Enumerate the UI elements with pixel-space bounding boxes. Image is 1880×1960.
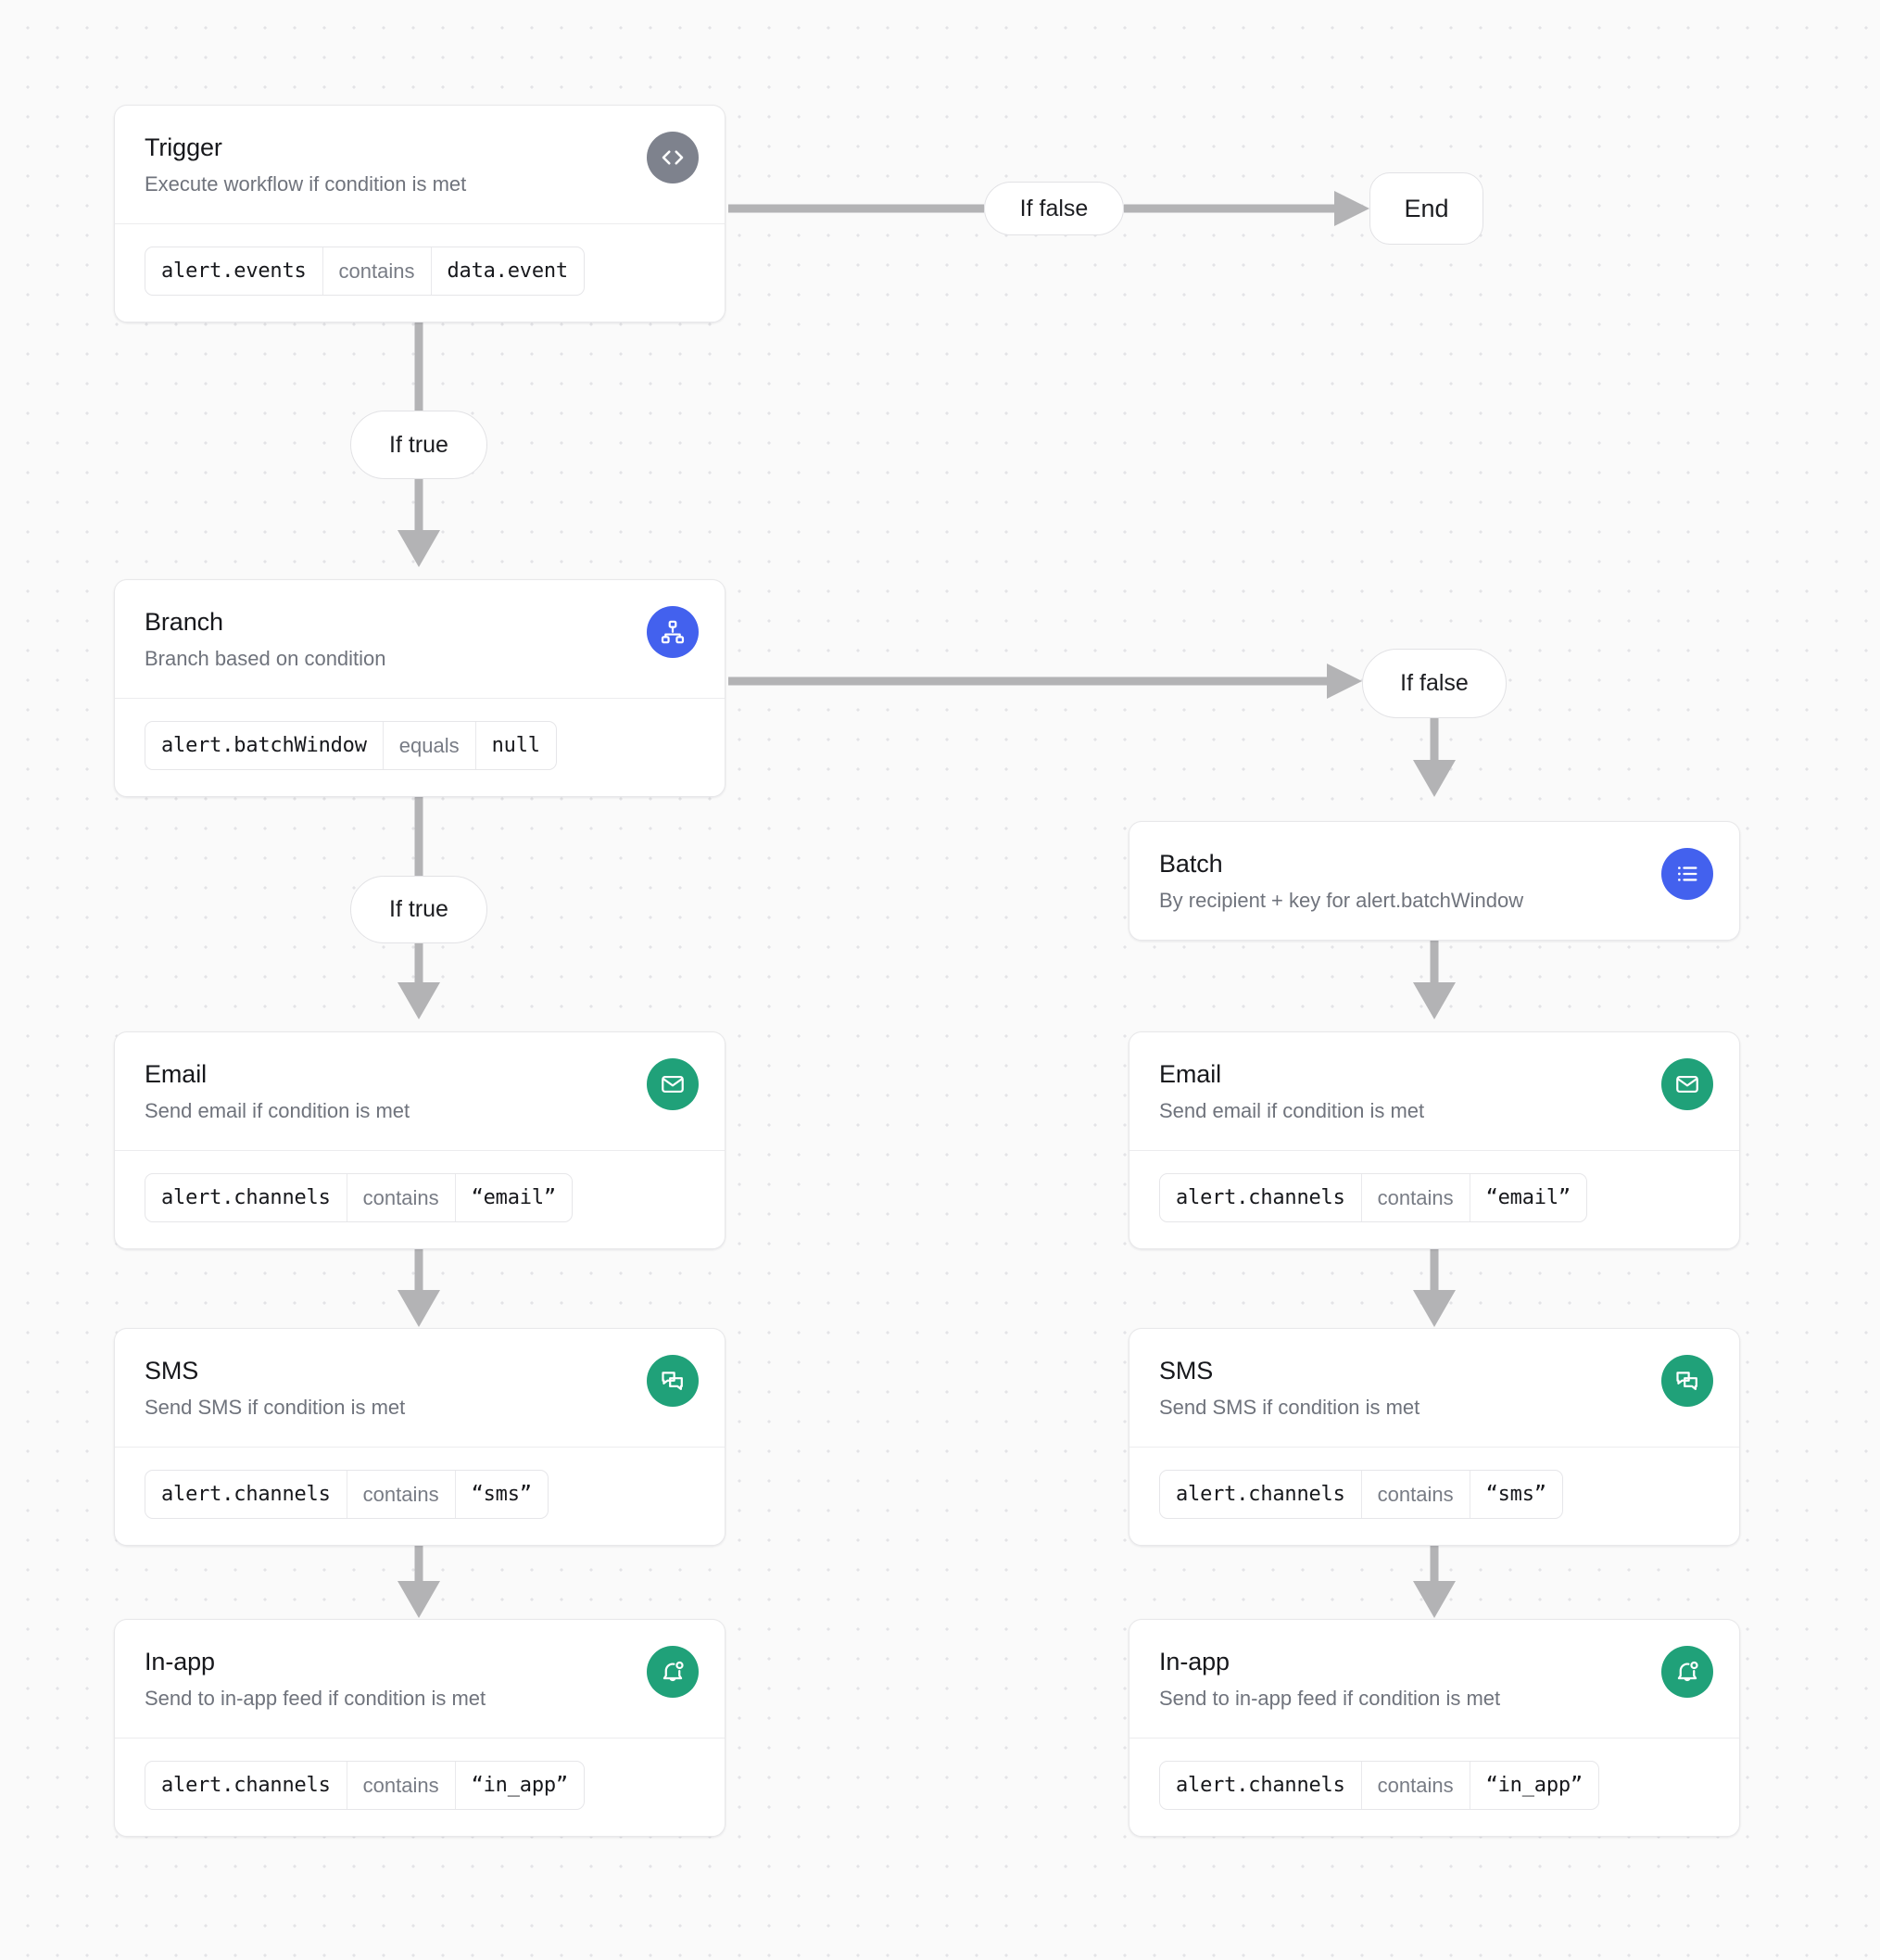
- node-condition: alert.batchWindow equals null: [115, 699, 725, 797]
- condition-operator: contains: [322, 247, 432, 296]
- condition-field: alert.channels: [1176, 1773, 1345, 1797]
- condition-value: “email”: [1485, 1185, 1571, 1209]
- condition-chip[interactable]: alert.batchWindow equals null: [145, 720, 557, 771]
- condition-chip[interactable]: alert.channels contains “email”: [145, 1172, 573, 1223]
- condition-value: “in_app”: [471, 1773, 569, 1797]
- bell-dot-icon: [647, 1646, 699, 1698]
- condition-field: alert.channels: [161, 1773, 331, 1797]
- condition-value: “sms”: [1485, 1482, 1546, 1506]
- node-header: SMS Send SMS if condition is met: [1129, 1329, 1739, 1448]
- condition-field: alert.channels: [1176, 1185, 1345, 1209]
- edge-label-text: If false: [1400, 670, 1469, 696]
- edge-label-trigger-if-false[interactable]: If false: [984, 182, 1124, 235]
- condition-operator: contains: [1360, 1470, 1470, 1519]
- envelope-icon: [1661, 1058, 1713, 1110]
- condition-chip[interactable]: alert.channels contains “email”: [1159, 1172, 1587, 1223]
- node-title: Trigger: [145, 133, 222, 161]
- condition-field: alert.batchWindow: [161, 733, 367, 757]
- code-icon: [647, 132, 699, 183]
- node-sms-right[interactable]: SMS Send SMS if condition is met alert.c…: [1129, 1328, 1740, 1547]
- chat-bubbles-icon: [1661, 1355, 1713, 1407]
- condition-value: null: [491, 733, 540, 757]
- node-condition: alert.channels contains “in_app”: [115, 1739, 725, 1837]
- edge-label-branch-if-false[interactable]: If false: [1362, 649, 1507, 718]
- node-subtitle: Send email if condition is met: [1159, 1099, 1425, 1123]
- condition-value: “sms”: [471, 1482, 532, 1506]
- condition-field: alert.channels: [1176, 1482, 1345, 1506]
- node-condition: alert.channels contains “sms”: [115, 1448, 725, 1546]
- node-title: Batch: [1159, 850, 1223, 878]
- condition-chip[interactable]: alert.channels contains “in_app”: [1159, 1760, 1599, 1811]
- condition-field: alert.events: [161, 259, 307, 283]
- node-title: Branch: [145, 608, 223, 636]
- bell-dot-icon: [1661, 1646, 1713, 1698]
- edge-label-trigger-if-true[interactable]: If true: [350, 411, 487, 479]
- edge-label-text: If true: [389, 431, 448, 458]
- condition-field: alert.channels: [161, 1482, 331, 1506]
- node-title: Email: [1159, 1060, 1222, 1088]
- condition-operator: contains: [346, 1470, 456, 1519]
- node-condition: alert.channels contains “email”: [115, 1151, 725, 1249]
- node-email-right[interactable]: Email Send email if condition is met ale…: [1129, 1031, 1740, 1250]
- node-title: In-app: [1159, 1648, 1230, 1675]
- end-node[interactable]: End: [1369, 172, 1483, 245]
- node-title: Email: [145, 1060, 208, 1088]
- node-header: SMS Send SMS if condition is met: [115, 1329, 725, 1448]
- node-sms-left[interactable]: SMS Send SMS if condition is met alert.c…: [114, 1328, 726, 1547]
- condition-field: alert.channels: [161, 1185, 331, 1209]
- node-title: SMS: [145, 1357, 199, 1385]
- node-trigger[interactable]: Trigger Execute workflow if condition is…: [114, 105, 726, 323]
- condition-chip[interactable]: alert.events contains data.event: [145, 246, 585, 297]
- node-subtitle: By recipient + key for alert.batchWindow: [1159, 889, 1524, 913]
- condition-chip[interactable]: alert.channels contains “in_app”: [145, 1760, 585, 1811]
- condition-operator: equals: [382, 721, 476, 770]
- node-condition: alert.events contains data.event: [115, 224, 725, 322]
- node-branch[interactable]: Branch Branch based on condition alert.b…: [114, 579, 726, 798]
- node-header: Email Send email if condition is met: [115, 1032, 725, 1151]
- node-subtitle: Execute workflow if condition is met: [145, 172, 467, 196]
- sitemap-icon: [647, 606, 699, 658]
- node-subtitle: Send to in-app feed if condition is met: [1159, 1687, 1501, 1711]
- chat-bubbles-icon: [647, 1355, 699, 1407]
- node-header: Email Send email if condition is met: [1129, 1032, 1739, 1151]
- condition-operator: contains: [1360, 1173, 1470, 1222]
- node-condition: alert.channels contains “email”: [1129, 1151, 1739, 1249]
- list-icon: [1661, 848, 1713, 900]
- node-subtitle: Send SMS if condition is met: [1159, 1396, 1420, 1420]
- node-inapp-right[interactable]: In-app Send to in-app feed if condition …: [1129, 1619, 1740, 1838]
- edge-label-text: If false: [1019, 195, 1089, 221]
- edge-label-text: If true: [389, 896, 448, 922]
- node-title: SMS: [1159, 1357, 1214, 1385]
- node-subtitle: Branch based on condition: [145, 647, 386, 671]
- node-batch[interactable]: Batch By recipient + key for alert.batch…: [1129, 821, 1740, 941]
- condition-operator: contains: [1360, 1761, 1470, 1810]
- condition-operator: contains: [346, 1173, 456, 1222]
- condition-value: “email”: [471, 1185, 557, 1209]
- end-node-label: End: [1404, 194, 1449, 222]
- node-condition: alert.channels contains “in_app”: [1129, 1739, 1739, 1837]
- node-header: Batch By recipient + key for alert.batch…: [1129, 822, 1739, 940]
- condition-value: data.event: [447, 259, 569, 283]
- condition-value: “in_app”: [1485, 1773, 1583, 1797]
- node-header: In-app Send to in-app feed if condition …: [115, 1620, 725, 1739]
- edge-label-branch-if-true[interactable]: If true: [350, 876, 487, 943]
- condition-chip[interactable]: alert.channels contains “sms”: [1159, 1469, 1563, 1520]
- node-condition: alert.channels contains “sms”: [1129, 1448, 1739, 1546]
- node-subtitle: Send SMS if condition is met: [145, 1396, 406, 1420]
- node-header: Branch Branch based on condition: [115, 580, 725, 699]
- node-email-left[interactable]: Email Send email if condition is met ale…: [114, 1031, 726, 1250]
- node-inapp-left[interactable]: In-app Send to in-app feed if condition …: [114, 1619, 726, 1838]
- envelope-icon: [647, 1058, 699, 1110]
- node-header: In-app Send to in-app feed if condition …: [1129, 1620, 1739, 1739]
- node-subtitle: Send to in-app feed if condition is met: [145, 1687, 486, 1711]
- node-title: In-app: [145, 1648, 215, 1675]
- condition-chip[interactable]: alert.channels contains “sms”: [145, 1469, 549, 1520]
- node-header: Trigger Execute workflow if condition is…: [115, 106, 725, 224]
- condition-operator: contains: [346, 1761, 456, 1810]
- node-subtitle: Send email if condition is met: [145, 1099, 410, 1123]
